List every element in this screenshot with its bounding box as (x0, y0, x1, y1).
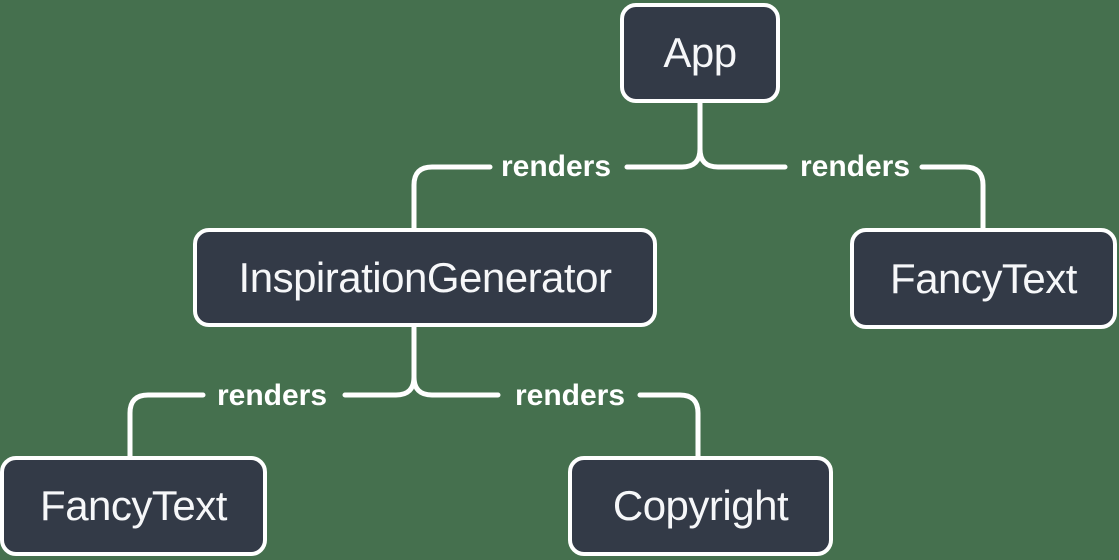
edge-app-to-fancytext-line (697, 100, 788, 170)
edge-label-app-fancytext: renders (799, 150, 911, 183)
edge-into-copyright-line (637, 392, 701, 459)
node-copyright: Copyright (568, 456, 833, 556)
node-copyright-label: Copyright (612, 482, 789, 529)
node-app: App (620, 3, 780, 103)
edge-into-fancytext-top-line (919, 164, 986, 231)
edge-into-fancytext-bottom-line (127, 392, 206, 459)
node-inspiration-generator: InspirationGenerator (193, 228, 657, 327)
node-app-label: App (663, 29, 737, 76)
edge-label-app-inspirationgenerator: renders (500, 150, 612, 183)
edge-inspirationgenerator-to-fancytext-line (342, 324, 417, 398)
edge-into-inspirationgenerator-line (411, 164, 493, 231)
node-fancy-text-top-label: FancyText (890, 254, 1077, 302)
edge-label-inspirationgenerator-fancytext: renders (216, 379, 328, 412)
node-fancy-text-bottom-label: FancyText (40, 482, 227, 529)
node-inspiration-generator-label: InspirationGenerator (238, 253, 612, 301)
edge-app-to-inspirationgenerator-line (624, 100, 703, 170)
edge-inspirationgenerator-to-copyright-line (411, 324, 501, 398)
edge-label-inspirationgenerator-copyright: renders (514, 379, 626, 412)
node-fancy-text-bottom: FancyText (0, 456, 267, 556)
node-fancy-text-top: FancyText (850, 228, 1117, 329)
